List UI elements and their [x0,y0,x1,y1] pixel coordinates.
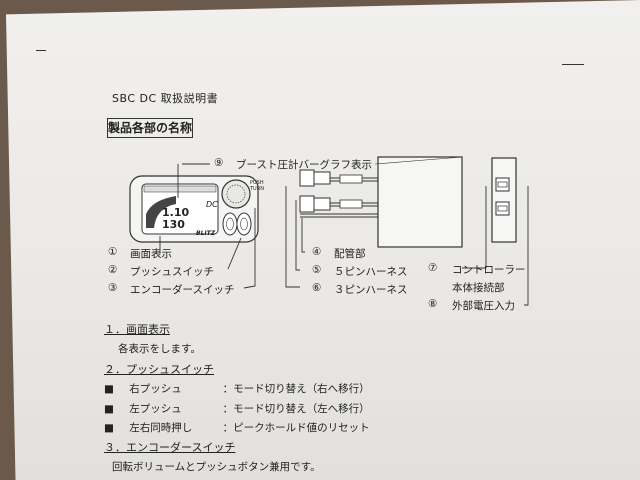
callout-7-subtext: 本体接続部 [452,282,505,294]
controller-side-view [491,157,517,243]
screen-value-line2: 130 [162,218,185,231]
device-push-label: PUSH [250,180,264,186]
document-title: SBC DC 取扱説明書 [112,92,219,105]
callout-5-text: ５ピンハーネス [334,266,408,278]
callout-4-text: 配管部 [334,248,366,260]
punch-mark-left [36,50,46,51]
callout-8-num: ⑧ [428,298,438,310]
device-brand: BLITZ [196,230,216,237]
section-2-item-2: ■ 左プッシュ ：モード切り替え（左へ移行） [104,403,370,415]
callout-1-text: 画面表示 [130,248,172,260]
section-2-item-1: ■ 右プッシュ ：モード切り替え（右へ移行） [104,383,370,395]
section-1-heading: １．画面表示 [104,323,170,336]
callout-2-text: プッシュスイッチ [130,266,214,278]
callout-5-num: ⑤ [312,264,322,276]
callout-7-text: コントローラー [452,264,526,276]
section-3-text: 回転ボリュームとプッシュボタン兼用です。 [112,461,321,473]
callout-2-num: ② [108,264,118,276]
device-turn-label: TURN [250,186,264,192]
controller-unit [299,156,463,248]
callout-7-num: ⑦ [428,262,438,274]
section-1-text: 各表示をします。 [118,343,201,355]
callout-9-text: ブースト圧計バーグラフ表示 [236,159,372,171]
section-title: 製品各部の名称 [107,118,193,138]
device-dc-label: DC [206,200,218,209]
callout-9-num: ⑨ [214,157,224,169]
callout-4-num: ④ [312,246,322,258]
section-3-heading: ３．エンコーダースイッチ [104,441,236,454]
callout-6-num: ⑥ [312,282,322,294]
callout-1-num: ① [108,246,118,258]
paper-sheet [6,0,640,480]
section-2-item-3: ■ 左右同時押し ：ピークホールド値のリセット [104,422,370,434]
punch-mark-right [562,64,584,65]
callout-6-text: ３ピンハーネス [334,284,408,296]
callout-3-text: エンコーダースイッチ [130,284,235,296]
callout-3-num: ③ [108,282,118,294]
callout-8-text: 外部電圧入力 [452,300,515,312]
screen-value-line1: 1.10 [162,206,190,219]
gauge-unit [129,175,259,243]
leader-lines [159,163,529,306]
section-2-heading: ２．プッシュスイッチ [104,363,214,376]
